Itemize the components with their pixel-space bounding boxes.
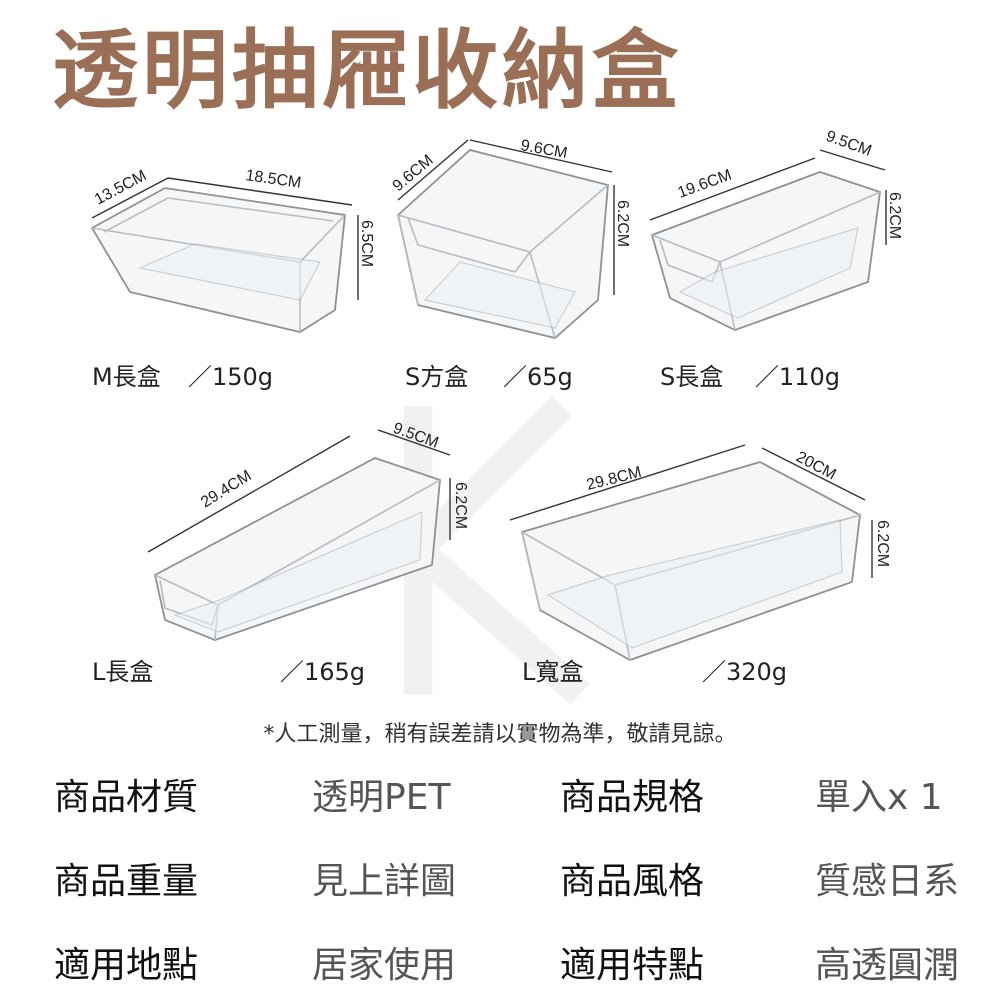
- spec-value-weight: 見上詳圖: [312, 861, 457, 902]
- spec-key-spec: 商品規格: [560, 777, 705, 818]
- dimension-arrows-m: [91, 177, 359, 300]
- dim-m-height: 6.5CM: [358, 220, 375, 267]
- label-m-long-name: M長盒: [92, 363, 161, 391]
- spec-key-weight: 商品重量: [54, 861, 199, 902]
- dimension-arrows-s-long: [649, 149, 887, 245]
- product-image-l-long-box: [153, 457, 441, 641]
- dim-s-long-height: 6.2CM: [886, 192, 903, 239]
- product-image-s-square-box: [397, 149, 609, 339]
- dim-s-long-width: 9.5CM: [824, 128, 874, 160]
- spec-key-feature: 適用特點: [560, 945, 705, 986]
- product-image-s-long-box: [650, 171, 881, 331]
- dimension-arrows-l-long: [147, 429, 451, 553]
- label-s-square-weight: ／65g: [503, 363, 573, 391]
- spec-key-style: 商品風格: [560, 861, 705, 902]
- dim-l-wide-width: 20CM: [793, 449, 839, 484]
- dim-l-long-width: 9.5CM: [391, 420, 441, 452]
- measurement-note: *人工測量，稍有誤差請以實物為準，敬請見諒。: [263, 722, 737, 747]
- label-m-long-weight: ／150g: [188, 363, 274, 391]
- dim-s-square-length: 9.6CM: [519, 137, 568, 162]
- label-l-wide-weight: ／320g: [702, 658, 788, 686]
- spec-value-material: 透明PET: [312, 777, 451, 818]
- product-image-m-long-box: [90, 187, 346, 333]
- label-s-long-weight: ／110g: [755, 363, 841, 391]
- label-l-wide-name: L寬盒: [522, 658, 584, 686]
- spec-value-style: 質感日系: [815, 861, 960, 902]
- spec-key-material: 商品材質: [54, 777, 199, 818]
- dimension-arrows-s-square: [397, 139, 615, 295]
- dim-l-wide-height: 6.2CM: [874, 520, 891, 567]
- product-diagram: 13.5CM 18.5CM 6.5CM 9.6CM 9.6CM 6.2CM 19…: [90, 128, 903, 661]
- spec-value-location: 居家使用: [312, 945, 457, 986]
- label-l-long-name: L長盒: [92, 658, 154, 686]
- label-l-long-weight: ／165g: [280, 658, 366, 686]
- label-s-long-name: S長盒: [660, 363, 724, 391]
- dim-l-long-height: 6.2CM: [452, 482, 469, 529]
- product-image-l-wide-box: [520, 461, 861, 661]
- dim-s-square-height: 6.2CM: [614, 200, 631, 247]
- spec-value-feature: 高透圓潤: [815, 945, 960, 986]
- page-title: 透明抽屜收納盒: [52, 21, 682, 121]
- label-s-square-name: S方盒: [405, 363, 469, 391]
- spec-value-spec: 單入x 1: [815, 777, 943, 818]
- dim-s-long-length: 19.6CM: [676, 167, 734, 202]
- dimension-arrows-l-wide: [509, 444, 873, 578]
- dim-l-wide-length: 29.8CM: [585, 464, 643, 494]
- spec-key-location: 適用地點: [54, 945, 199, 986]
- dim-l-long-length: 29.4CM: [198, 467, 255, 511]
- dim-m-length: 18.5CM: [244, 167, 302, 192]
